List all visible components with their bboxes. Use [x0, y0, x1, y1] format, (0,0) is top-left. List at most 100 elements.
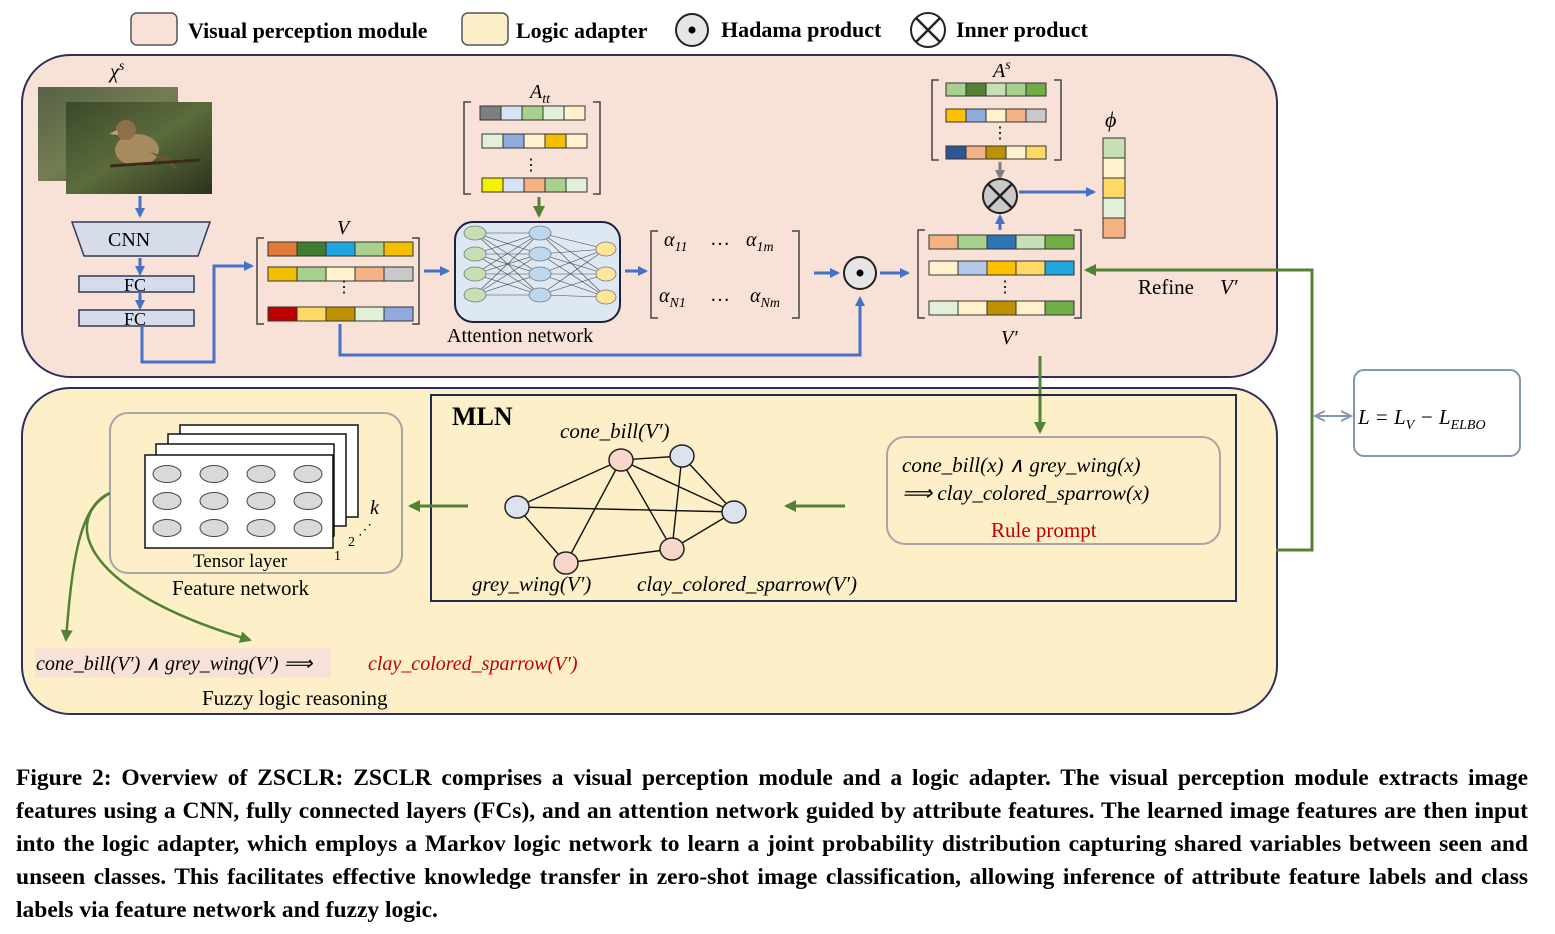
inner-product-node [982, 178, 1018, 214]
nn-input-node [463, 266, 487, 282]
figure-caption: Figure 2: Overview of ZSCLR: ZSCLR compr… [16, 765, 1528, 923]
zsclr-diagram: Visual perception module Logic adapter H… [21, 12, 1521, 715]
nn-edges [474, 232, 607, 298]
nn-hidden-node [528, 266, 552, 282]
bird-body [115, 134, 159, 166]
nn-hidden-node [528, 225, 552, 241]
v-to-hadamard-arrow [338, 296, 865, 357]
legend-logic-swatch [461, 12, 509, 46]
nn-hidden-node [528, 287, 552, 303]
hadamard-product-node [843, 256, 877, 290]
mln-node-4 [721, 500, 747, 524]
mln-node-grey-wing [553, 551, 579, 575]
feature-caption: Feature network [172, 576, 310, 600]
v-prime-dots: ⋮ [997, 279, 1013, 296]
att-row-1 [479, 105, 586, 121]
tensor-cell [246, 465, 276, 483]
vp-row-1 [928, 234, 1075, 250]
v-feature-matrix [256, 237, 420, 325]
nn-input-node [463, 246, 487, 262]
cnn-block [70, 221, 212, 257]
cnn-label: CNN [108, 229, 150, 251]
rule-caption: Rule prompt [991, 518, 1097, 542]
rule-prompt-box [886, 436, 1221, 545]
v-row-2 [267, 266, 414, 282]
tensor-cell [199, 492, 229, 510]
tensor-cell [293, 492, 323, 510]
fuzzy-premise-highlight [35, 648, 331, 678]
attention-network-graph [463, 225, 617, 305]
phi-cell [1102, 177, 1126, 199]
v-prime-matrix [917, 229, 1082, 319]
mln-label-grey-wing: grey_wing(V′) [472, 572, 591, 596]
mln-node-cone-bill [608, 448, 634, 472]
as-attribute-matrix [931, 79, 1062, 161]
fc-label-2: FC [124, 309, 146, 329]
inner-product-icon [910, 12, 946, 48]
tensor-cell [293, 465, 323, 483]
att-row-3 [481, 177, 588, 193]
nn-output-node [595, 266, 617, 282]
mln-label-cone-bill: cone_bill(V′) [560, 419, 670, 443]
att-dots: ⋮ [523, 157, 539, 174]
refine-v-label: V′ [1220, 275, 1238, 299]
mln-node-clay-colored-sparrow [659, 537, 685, 561]
rule-line-1: cone_bill(x) ∧ grey_wing(x) [902, 453, 1141, 477]
mln-box [430, 394, 1237, 602]
phi-cell [1102, 217, 1126, 239]
legend: Visual perception module Logic adapter H… [130, 12, 1089, 48]
fc-label-1: FC [124, 275, 146, 295]
tensor-cell [152, 519, 182, 537]
v-label: V [337, 217, 352, 239]
tensor-cell [246, 519, 276, 537]
rule-line-2: ⟹ clay_colored_sparrow(x) [902, 481, 1149, 505]
tensor-dots: ⋰ [358, 523, 372, 538]
phi-vector [1102, 137, 1126, 239]
legend-logic-label: Logic adapter [516, 18, 648, 43]
nn-input-node [463, 225, 487, 241]
input-images [38, 87, 212, 194]
nn-output-node [595, 241, 617, 257]
nn-hidden-node [528, 246, 552, 262]
tensor-cell [199, 465, 229, 483]
legend-inner-label: Inner product [956, 17, 1089, 42]
as-row-3 [945, 145, 1047, 160]
loss-box [1353, 369, 1521, 457]
attention-caption: Attention network [447, 325, 593, 347]
v-row-3 [267, 306, 414, 322]
att-row-2 [481, 133, 588, 149]
as-row-2 [945, 108, 1047, 123]
v-dots: ⋮ [336, 279, 352, 296]
vp-row-3 [928, 300, 1075, 316]
visual-perception-panel [21, 54, 1278, 378]
mln-title: MLN [452, 402, 513, 431]
tensor-cell [246, 492, 276, 510]
fc-to-v-arrow [140, 261, 254, 364]
mln-node-2 [669, 444, 695, 468]
vp-row-2 [928, 260, 1075, 276]
as-dots: ⋮ [992, 125, 1008, 142]
fc-layer-2 [78, 309, 195, 327]
alpha-dots-2: … [710, 284, 730, 306]
tensor-index-1: 1 [334, 549, 341, 564]
legend-hadamard-label: Hadama product [721, 17, 882, 42]
mln-node-3 [504, 495, 530, 519]
att-attribute-matrix [463, 101, 601, 195]
tensor-index-2: 2 [348, 535, 355, 550]
v-prime-label: V′ [1001, 327, 1018, 349]
tensor-cell [152, 465, 182, 483]
fuzzy-premise: cone_bill(V′) ∧ grey_wing(V′) ⟹ [36, 653, 314, 675]
phi-cell [1102, 137, 1126, 159]
fc-layer-1 [78, 275, 195, 293]
tensor-cell [199, 519, 229, 537]
tensor-cell [152, 492, 182, 510]
nn-input-node [463, 287, 487, 303]
v-row-1 [267, 241, 414, 257]
refine-arrow [1084, 264, 1314, 552]
legend-visual-label: Visual perception module [188, 18, 428, 43]
tensor-caption: Tensor layer [193, 551, 288, 572]
alpha-dots-1: … [710, 228, 730, 250]
fuzzy-arrow-2 [85, 491, 252, 643]
phi-cell [1102, 197, 1126, 219]
tensor-cell [293, 519, 323, 537]
